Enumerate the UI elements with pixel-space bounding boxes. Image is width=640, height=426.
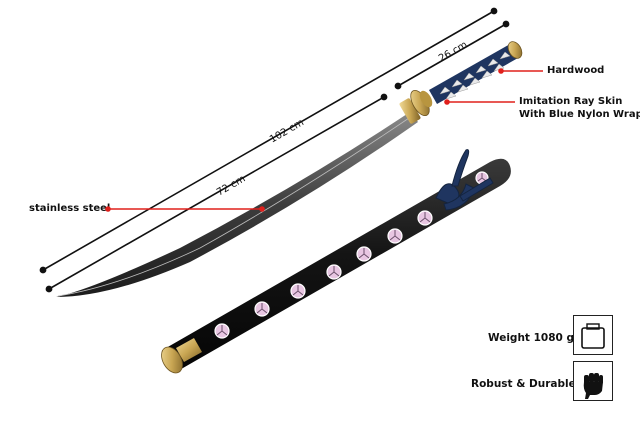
ray-skin-label-line1: Imitation Ray Skin bbox=[519, 96, 623, 107]
handle-wrap bbox=[429, 41, 523, 104]
scabbard bbox=[161, 149, 511, 374]
blade bbox=[56, 112, 418, 297]
callout-steel bbox=[105, 206, 265, 212]
fist-icon bbox=[583, 373, 603, 399]
callout-ray-skin bbox=[444, 99, 515, 105]
ray-skin-label-line2: With Blue Nylon Wrap bbox=[519, 109, 640, 120]
dimension-line-overall bbox=[39, 7, 498, 274]
callout-hardwood bbox=[498, 68, 543, 74]
stainless-steel-label: stainless steel bbox=[29, 203, 111, 214]
dimension-line-blade bbox=[45, 93, 388, 293]
sageo-cord bbox=[435, 149, 494, 211]
weight-label: Weight 1080 g bbox=[488, 332, 574, 344]
tsuba-guard bbox=[399, 89, 433, 124]
durability-label: Robust & Durable bbox=[471, 378, 576, 390]
dimension-line-handle bbox=[394, 20, 510, 90]
weight-icon bbox=[581, 323, 605, 349]
ray-skin-label: Imitation Ray Skin With Blue Nylon Wrap bbox=[519, 95, 640, 121]
hardwood-label: Hardwood bbox=[547, 65, 605, 76]
